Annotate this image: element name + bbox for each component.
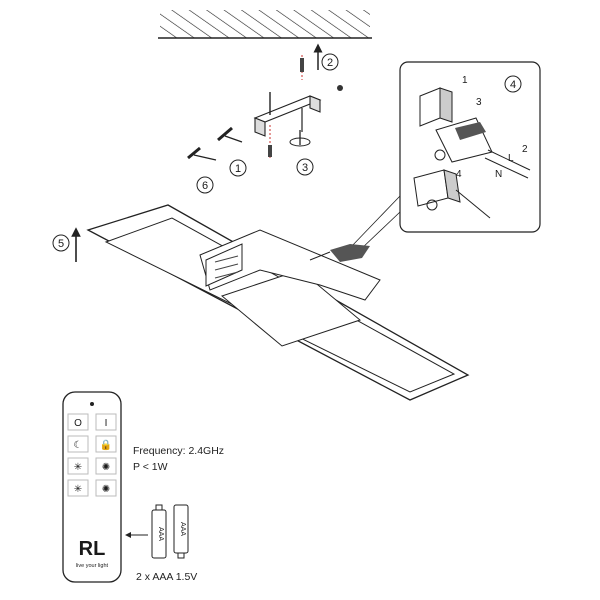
anchor-step1: [217, 126, 243, 143]
step-3-label: 3: [302, 162, 308, 174]
detail-step-2: 2: [522, 144, 528, 155]
spec-batteries: 2 x AAA 1.5V: [136, 571, 198, 583]
step-5-label: 5: [58, 238, 64, 250]
remote-logo: RL: [79, 538, 106, 560]
step-2-label: 2: [327, 57, 333, 69]
remote-button-cool-down: ✳: [74, 462, 82, 473]
detail-step-3: 3: [476, 97, 482, 108]
step-6-circle: [196, 176, 214, 194]
remote-control: O I ☾ 🔒 ✳ ✺ ✳ ✺ RL live your light: [62, 391, 122, 583]
remote-button-on: I: [105, 418, 108, 429]
remote-button-off: O: [74, 418, 82, 429]
detail-leader: [349, 195, 401, 251]
remote-button-night: ☾: [74, 440, 83, 451]
step-5-circle: [52, 234, 70, 252]
detail-step-1: 1: [462, 75, 468, 86]
ceiling: [158, 10, 372, 39]
remote-tagline: live your light: [76, 563, 109, 569]
ceiling-screw-step2: [300, 43, 323, 80]
aaa-batteries: AAA AAA: [151, 504, 189, 559]
step-1-circle: [229, 159, 247, 177]
step-1-label: 1: [235, 163, 241, 175]
remote-button-dim: ✳: [74, 484, 82, 495]
spec-frequency: Frequency: 2.4GHz: [133, 445, 225, 457]
anchor-step6: [187, 146, 217, 161]
wire-n-label: N: [495, 169, 502, 180]
battery-label-2: AAA: [179, 522, 186, 536]
step-4-circle: [504, 75, 522, 93]
ceiling-luminaire: [86, 204, 470, 401]
step-2-circle: [321, 53, 339, 71]
nut-icon: [337, 85, 343, 91]
remote-button-bright: ✺: [102, 484, 110, 495]
remote-button-grid: O I ☾ 🔒 ✳ ✺ ✳ ✺: [67, 413, 117, 497]
detail-step-4: 4: [456, 169, 462, 180]
screw-cap-step3: [289, 130, 311, 147]
step-6-label: 6: [202, 180, 208, 192]
remote-button-warm-up: ✺: [102, 462, 110, 473]
wiring-detail-inset: 4 1 3 2 L N 4: [399, 61, 541, 233]
spec-power: P < 1W: [133, 461, 168, 473]
step-4-label: 4: [510, 79, 516, 91]
wire-l-label: L: [508, 153, 514, 164]
battery-label-1: AAA: [157, 527, 164, 541]
remote-button-lock: 🔒: [100, 439, 112, 451]
mounting-bracket: [253, 92, 322, 158]
step-3-circle: [296, 158, 314, 176]
